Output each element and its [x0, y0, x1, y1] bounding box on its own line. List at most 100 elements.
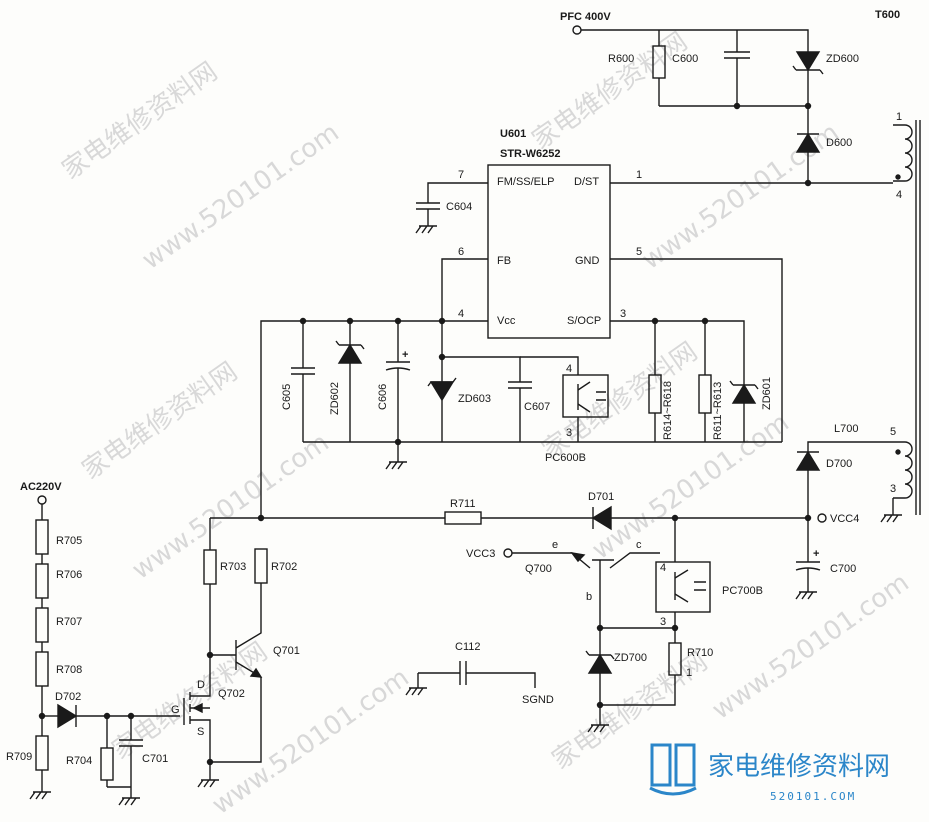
c112-label: C112 [455, 641, 480, 653]
watermark-cn: 家电维修资料网 [527, 27, 693, 156]
q702-d: D [197, 679, 205, 691]
vcc3-terminal [503, 548, 513, 558]
ground-symbol [385, 461, 407, 470]
c700-label: C700 [830, 563, 856, 575]
ground-symbol [795, 591, 817, 600]
pc600b-optocoupler [562, 374, 609, 418]
zd600-zener [795, 51, 821, 72]
r704-resistor [100, 747, 114, 781]
brand-name: 家电维修资料网 [708, 752, 890, 782]
zd700-zener [587, 653, 613, 674]
c600-label: C600 [672, 53, 698, 65]
vcc4-terminal [817, 513, 827, 523]
c605-label: C605 [281, 384, 293, 410]
pin-gnd: GND [575, 255, 600, 267]
r611-label: R611~R613 [712, 382, 724, 440]
r702-resistor [254, 548, 268, 584]
r702-label: R702 [271, 561, 297, 573]
vcc3-label: VCC3 [466, 548, 495, 560]
r614-label: R614~R618 [662, 381, 674, 440]
d700-diode [795, 450, 821, 471]
watermark-cn: 家电维修资料网 [57, 57, 223, 186]
r707-label: R707 [56, 616, 82, 628]
r704-label: R704 [66, 755, 92, 767]
c700-plus: + [813, 548, 819, 560]
u601-ic [487, 164, 611, 339]
watermark-url: www.520101.com [207, 663, 415, 821]
zd603-zener [429, 381, 455, 402]
r705-resistor [35, 519, 49, 555]
d700-label: D700 [826, 458, 852, 470]
t600-pin4: 4 [896, 189, 902, 201]
c606-label: C606 [377, 384, 389, 410]
pin-num-4: 4 [458, 308, 464, 320]
c607-label: C607 [524, 401, 550, 413]
r600-label: R600 [608, 53, 634, 65]
pin-dst: D/ST [574, 176, 599, 188]
ground-symbol [29, 791, 51, 800]
q702-label: Q702 [218, 688, 245, 700]
ground-symbol [880, 514, 902, 523]
r705-label: R705 [56, 535, 82, 547]
pin-num-3: 3 [620, 308, 626, 320]
r707-resistor [35, 607, 49, 643]
q702-g: G [171, 704, 180, 716]
watermark-layer: 家电维修资料网 www.520101.com 家电维修资料网 www.52010… [57, 27, 915, 821]
c604-label: C604 [446, 201, 472, 213]
d702-label: D702 [55, 691, 81, 703]
pin-num-1: 1 [636, 169, 642, 181]
r703-resistor [203, 549, 217, 585]
r709-label: R709 [6, 751, 32, 763]
d701-label: D701 [588, 491, 614, 503]
r709-resistor [35, 735, 49, 771]
r703-label: R703 [220, 561, 246, 573]
d701-diode [591, 505, 612, 531]
pfc-label: PFC 400V [560, 11, 611, 23]
watermark-cn: 家电维修资料网 [77, 357, 243, 486]
watermark-url: www.520101.com [637, 118, 845, 276]
ground-symbol [197, 779, 219, 788]
pc600b-pin4: 4 [566, 363, 572, 375]
pin-vcc: Vcc [497, 315, 516, 327]
pin-num-6: 6 [458, 246, 464, 258]
d702-diode [57, 703, 78, 729]
brand-logo: 家电维修资料网 520101.COM [649, 743, 890, 803]
zd602-label: ZD602 [329, 382, 341, 415]
pc600b-pin3: 3 [566, 427, 572, 439]
ic-part-label: STR-W6252 [500, 148, 561, 160]
pc700b-label: PC700B [722, 585, 763, 597]
r711-resistor [444, 511, 482, 525]
r710-pin1: 1 [686, 667, 692, 679]
zd602-zener [337, 343, 363, 364]
ground-symbol [587, 724, 609, 733]
t600-pin1: 1 [896, 111, 902, 123]
pin-num-5: 5 [636, 246, 642, 258]
pfc-terminal [572, 25, 582, 35]
q700-e: e [552, 539, 558, 551]
ground-symbol [405, 687, 427, 696]
watermark-url: www.520101.com [137, 118, 345, 276]
pin-num-7: 7 [458, 169, 464, 181]
q701-label: Q701 [273, 645, 300, 657]
sgnd-label: SGND [522, 694, 554, 706]
r711-label: R711 [450, 498, 475, 510]
pin-fb: FB [497, 255, 511, 267]
pc700b-pin4: 4 [660, 562, 666, 574]
r708-label: R708 [56, 664, 82, 676]
d600-label: D600 [826, 137, 852, 149]
pc700b-optocoupler [655, 561, 711, 613]
q702-s: S [197, 726, 204, 738]
c701-label: C701 [142, 753, 168, 765]
q700-b: b [586, 591, 592, 603]
ac220-terminal [37, 495, 47, 505]
zd700-label: ZD700 [614, 652, 647, 664]
pc600b-label: PC600B [545, 452, 586, 464]
r611-resistor [698, 374, 712, 414]
r708-resistor [35, 651, 49, 687]
watermark-cn: 家电维修资料网 [537, 337, 703, 466]
zd601-label: ZD601 [761, 377, 773, 410]
r706-resistor [35, 563, 49, 599]
ac220-label: AC220V [20, 481, 62, 493]
